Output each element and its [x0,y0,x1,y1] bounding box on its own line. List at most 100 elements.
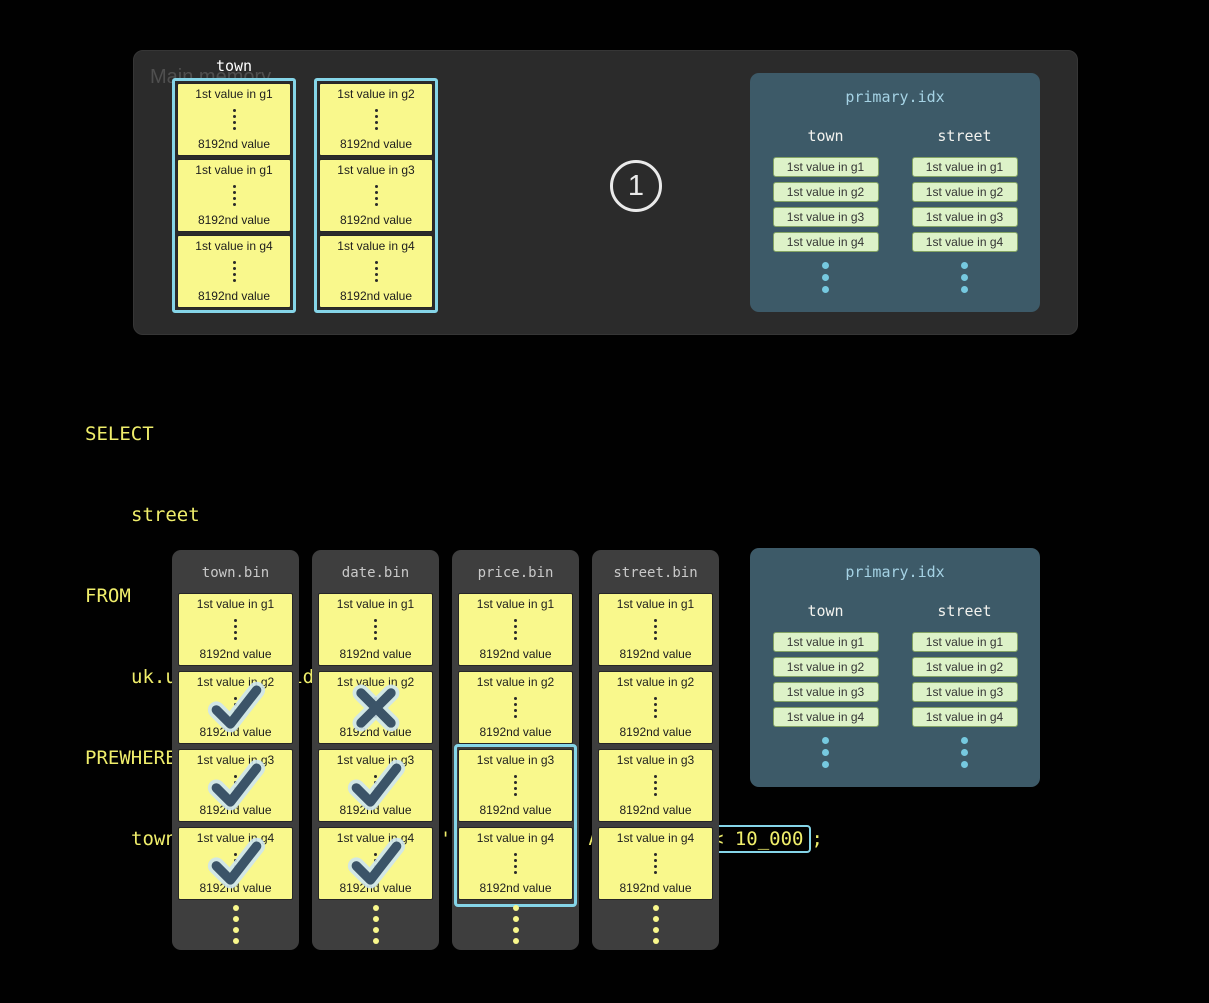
granule-first-value: 1st value in g3 [196,753,275,767]
vertical-dots-icon [234,853,237,874]
idx-entry: 1st value in g1 [911,632,1018,652]
more-granules-dots-icon [172,905,299,944]
bin-granule-stack: 1st value in g1 8192nd value 1st value i… [318,593,433,900]
vertical-dots-icon [374,261,378,282]
bin-title: price.bin [477,565,554,581]
idx-town-header: town [807,602,844,620]
granule-last-value: 8192nd value [199,802,272,817]
vertical-dots-icon [234,775,237,796]
primary-idx-panel-bottom: primary.idx town 1st value in g1 1st val… [750,548,1040,787]
granule-block: 1st value in g3 8192nd value [319,159,433,232]
bin-title: town.bin [201,565,270,581]
granule-last-value: 8192nd value [339,212,413,227]
granule-last-value: 8192nd value [479,880,552,895]
granule-last-value: 8192nd value [479,724,552,739]
granule-first-value: 1st value in g2 [196,675,275,689]
granule-block: 1st value in g4 8192nd value [177,235,291,308]
vertical-dots-icon [374,853,377,874]
idx-entry: 1st value in g4 [772,707,879,727]
bin-title: date.bin [341,565,410,581]
granule-first-value: 1st value in g4 [476,831,555,845]
granule-last-value: 8192nd value [479,646,552,661]
vertical-dots-icon [514,697,517,718]
granule-block: 1st value in g4 8192nd value [318,827,433,900]
primary-idx-title: primary.idx [845,88,945,106]
vertical-dots-icon [654,775,657,796]
granule-block: 1st value in g4 8192nd value [178,827,293,900]
vertical-dots-icon [654,853,657,874]
granule-block: 1st value in g1 8192nd value [177,159,291,232]
granule-block: 1st value in g1 8192nd value [178,593,293,666]
vertical-dots-icon [232,261,236,282]
granule-block: 1st value in g3 8192nd value [598,749,713,822]
granule-block: 1st value in g2 8192nd value [319,83,433,156]
granule-last-value: 8192nd value [339,880,412,895]
granule-first-value: 1st value in g3 [476,753,555,767]
granule-first-value: 1st value in g3 [337,163,415,177]
granule-last-value: 8192nd value [619,880,692,895]
idx-entry: 1st value in g2 [911,182,1018,202]
vertical-dots-icon [234,619,237,640]
bin-granule-stack: 1st value in g1 8192nd value 1st value i… [598,593,713,900]
idx-entry: 1st value in g2 [772,657,879,677]
granule-block: 1st value in g3 8192nd value [318,749,433,822]
step-number: 1 [627,169,645,202]
granule-last-value: 8192nd value [199,880,272,895]
idx-entry: 1st value in g4 [911,232,1018,252]
granule-block: 1st value in g3 8192nd value [458,749,573,822]
granule-first-value: 1st value in g2 [476,675,555,689]
granule-block: 1st value in g2 8192nd value [318,671,433,744]
vertical-dots-icon [514,775,517,796]
granule-block: 1st value in g2 8192nd value [178,671,293,744]
more-entries-dots-icon [961,262,968,293]
granule-last-value: 8192nd value [619,802,692,817]
idx-street-header: street [937,127,992,145]
granule-block: 1st value in g1 8192nd value [177,83,291,156]
vertical-dots-icon [374,185,378,206]
memory-town-column-label: town [215,57,253,75]
granule-last-value: 8192nd value [199,724,272,739]
granule-first-value: 1st value in g1 [616,597,695,611]
idx-columns: town 1st value in g1 1st value in g2 1st… [750,127,1040,293]
vertical-dots-icon [374,697,377,718]
granule-block: 1st value in g1 8192nd value [598,593,713,666]
granule-last-value: 8192nd value [619,646,692,661]
vertical-dots-icon [232,109,236,130]
idx-town-column: town 1st value in g1 1st value in g2 1st… [772,602,879,768]
sql-terminator: ; [811,828,823,850]
vertical-dots-icon [654,697,657,718]
idx-entry: 1st value in g4 [772,232,879,252]
granule-last-value: 8192nd value [197,136,271,151]
granule-first-value: 1st value in g4 [616,831,695,845]
granule-first-value: 1st value in g2 [336,675,415,689]
idx-entry: 1st value in g3 [911,207,1018,227]
more-granules-dots-icon [592,905,719,944]
granule-block: 1st value in g1 8192nd value [318,593,433,666]
granule-first-value: 1st value in g1 [195,163,273,177]
vertical-dots-icon [374,109,378,130]
granule-block: 1st value in g4 8192nd value [319,235,433,308]
granule-last-value: 8192nd value [197,288,271,303]
idx-columns: town 1st value in g1 1st value in g2 1st… [750,602,1040,768]
idx-entry: 1st value in g1 [911,157,1018,177]
more-granules-dots-icon [312,905,439,944]
primary-idx-panel-top: primary.idx town 1st value in g1 1st val… [750,73,1040,312]
vertical-dots-icon [234,697,237,718]
sql-prewhere-keyword: PREWHERE [85,747,177,769]
granule-first-value: 1st value in g2 [616,675,695,689]
bin-title: street.bin [613,565,698,581]
granule-block: 1st value in g1 8192nd value [458,593,573,666]
granule-first-value: 1st value in g4 [196,831,275,845]
granule-last-value: 8192nd value [199,646,272,661]
idx-entry: 1st value in g3 [911,682,1018,702]
idx-entry: 1st value in g3 [772,207,879,227]
street-bin-column: street.bin 1st value in g1 8192nd value … [592,550,719,950]
date-bin-column: date.bin 1st value in g1 8192nd value 1s… [312,550,439,950]
idx-town-column: town 1st value in g1 1st value in g2 1st… [772,127,879,293]
vertical-dots-icon [514,619,517,640]
more-entries-dots-icon [822,737,829,768]
idx-entry: 1st value in g1 [772,632,879,652]
idx-entry: 1st value in g2 [911,657,1018,677]
granule-block: 1st value in g2 8192nd value [598,671,713,744]
